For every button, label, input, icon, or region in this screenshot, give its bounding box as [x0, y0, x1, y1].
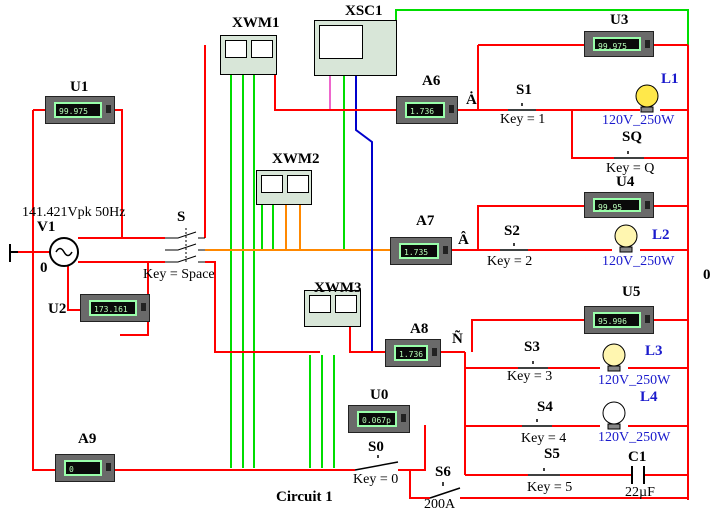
- meter-label-a9: A9: [78, 431, 97, 447]
- switch-s0-key[interactable]: Key = 0: [353, 472, 399, 487]
- gauge-icon: [251, 40, 273, 58]
- gauge-icon: [261, 175, 283, 193]
- switch-s1-key[interactable]: Key = 1: [500, 112, 546, 127]
- lamp-l1-symbol: [635, 84, 659, 113]
- capacitor-symbol: [631, 466, 645, 484]
- voltmeter-u2[interactable]: 173.161: [80, 294, 150, 322]
- instrument-label-xwm3: XWM3: [314, 280, 362, 296]
- voltmeter-u1[interactable]: 99.975: [45, 96, 115, 124]
- meter-reading: 99.95: [593, 198, 641, 212]
- ground-node-label: 0: [40, 260, 48, 276]
- switch-s2-label: S2: [504, 223, 520, 239]
- capacitor-value: 22µF: [625, 485, 655, 500]
- wattmeter-xwm1[interactable]: [220, 35, 277, 75]
- meter-label-u5: U5: [622, 284, 641, 300]
- oscilloscope-screen-icon: [319, 25, 363, 59]
- meter-reading: 99.975: [593, 37, 641, 51]
- switch-s4-key[interactable]: Key = 4: [521, 431, 567, 446]
- meter-label-u1: U1: [70, 79, 89, 95]
- phase-mark-a8: Ñ: [452, 331, 463, 347]
- meter-label-u0: U0: [370, 387, 389, 403]
- meter-reading: 1.735: [399, 243, 439, 259]
- meter-reading: 99.975: [54, 102, 102, 118]
- meter-label-u2: U2: [48, 301, 67, 317]
- meter-label-u4: U4: [616, 174, 635, 190]
- switch-s6-rating: 200A: [424, 497, 456, 512]
- meter-label-u3: U3: [610, 12, 629, 28]
- circuit-title: Circuit 1: [276, 489, 333, 505]
- switch-s-key[interactable]: Key = Space: [143, 267, 215, 282]
- lamp-l1-label: L1: [661, 71, 679, 87]
- switch-symbols: [354, 103, 644, 499]
- wattmeter-xwm2[interactable]: [256, 170, 312, 205]
- instrument-label-xwm1: XWM1: [232, 15, 280, 31]
- meter-reading: 0.067p: [357, 411, 397, 427]
- switch-s6-label: S6: [435, 464, 451, 480]
- lamp-l2-rating: 120V_250W: [602, 254, 675, 269]
- ammeter-a6[interactable]: 1.736: [396, 96, 458, 124]
- meter-reading: 1.736: [394, 345, 428, 361]
- gauge-icon: [309, 295, 331, 313]
- switch-s4-label: S4: [537, 399, 553, 415]
- ammeter-a7[interactable]: 1.735: [390, 237, 452, 265]
- voltmeter-u5[interactable]: 95.996: [584, 306, 654, 334]
- wattmeter-xwm3[interactable]: [304, 290, 361, 327]
- red-wires: [18, 44, 689, 500]
- switch-s3-key[interactable]: Key = 3: [507, 369, 553, 384]
- switch-sq-key[interactable]: Key = Q: [606, 161, 655, 176]
- switch-sq-label: SQ: [622, 129, 643, 145]
- lamp-l3-symbol: [602, 343, 626, 372]
- switch-s5-key[interactable]: Key = 5: [527, 480, 573, 495]
- voltmeter-u0[interactable]: 0.067p: [348, 405, 410, 433]
- ammeter-a9[interactable]: 0: [55, 454, 115, 482]
- ammeter-a8[interactable]: 1.736: [385, 339, 441, 367]
- lamp-l4-label: L4: [640, 389, 658, 405]
- gauge-icon: [335, 295, 357, 313]
- meter-label-a7: A7: [416, 213, 435, 229]
- lamp-l3-rating: 120V_250W: [598, 373, 671, 388]
- gauge-icon: [287, 175, 309, 193]
- lamp-l4-symbol: [602, 401, 626, 430]
- source-spec: 141.421Vpk 50Hz: [22, 205, 126, 220]
- ground-symbol: [9, 244, 18, 262]
- meter-label-a6: A6: [422, 73, 441, 89]
- right-node-label: 0: [703, 267, 711, 283]
- meter-reading: 0: [64, 460, 102, 476]
- voltmeter-u3[interactable]: 99.975: [584, 31, 654, 57]
- meter-reading: 173.161: [89, 300, 137, 316]
- lamp-l3-label: L3: [645, 343, 663, 359]
- source-name: V1: [37, 219, 56, 235]
- lamp-l2-symbol: [614, 224, 638, 253]
- capacitor-label: C1: [628, 449, 647, 465]
- switch-s2-key[interactable]: Key = 2: [487, 254, 533, 269]
- phase-mark-a6: Ȧ: [466, 92, 477, 108]
- lamp-l4-rating: 120V_250W: [598, 430, 671, 445]
- switch-s1-label: S1: [516, 82, 532, 98]
- instrument-label-xwm2: XWM2: [272, 151, 320, 167]
- oscilloscope-xsc1[interactable]: [314, 20, 397, 76]
- instrument-label-xsc1: XSC1: [345, 3, 383, 19]
- voltmeter-u4[interactable]: 99.95: [584, 192, 654, 218]
- switch-s5-label: S5: [544, 446, 560, 462]
- main-switch-symbol: [165, 228, 205, 264]
- orange-wires: [205, 205, 390, 251]
- switch-s0-label: S0: [368, 439, 384, 455]
- lamp-l1-rating: 120V_250W: [602, 113, 675, 128]
- meter-reading: 1.736: [405, 102, 445, 118]
- gauge-icon: [225, 40, 247, 58]
- meter-label-a8: A8: [410, 321, 429, 337]
- meter-reading: 95.996: [593, 312, 641, 328]
- switch-s-label: S: [177, 209, 186, 225]
- phase-mark-a7: Â: [458, 232, 469, 248]
- lamp-l2-label: L2: [652, 227, 670, 243]
- switch-s3-label: S3: [524, 339, 540, 355]
